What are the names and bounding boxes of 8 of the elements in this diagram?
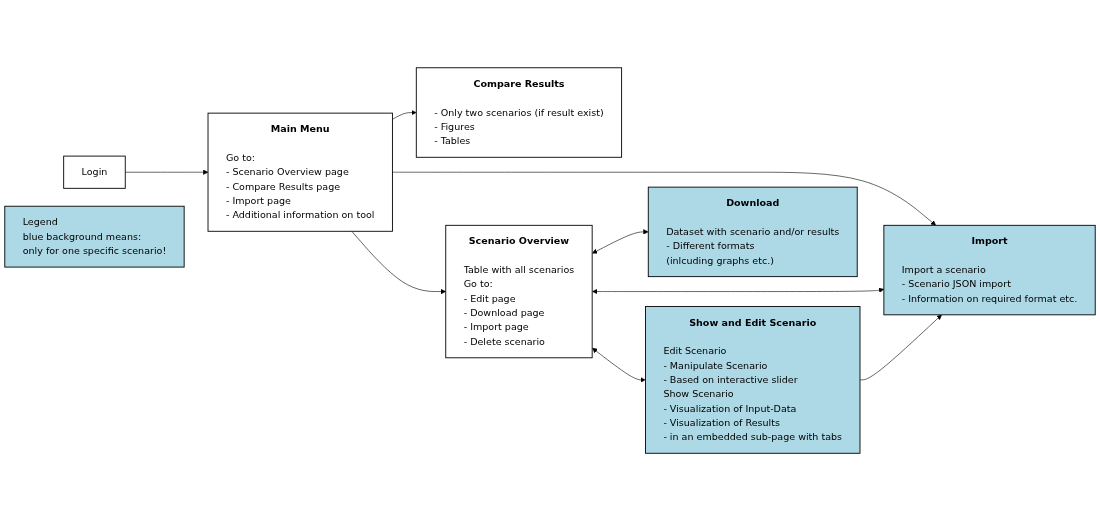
- node-box: Scenario Overview Table with all scenarios Go to: - Edit page - Download page - Import page - Delete scenario: [445, 224, 593, 359]
- node-box: Login: [63, 155, 126, 189]
- node-box: Show and Edit Scenario Edit Scenario - Manipulate Scenario - Based on interactive slider Show Scenario - Visualization of Input-Data - Visualization of Results - in an embedded sub-page with tabs: [645, 306, 861, 454]
- node-box: Import Import a scenario - Scenario JSON import - Information on required format etc.: [883, 224, 1096, 316]
- node-box: Legend blue background means: only for one specific scenario!: [4, 205, 185, 268]
- node-box: Main Menu Go to: - Scenario Overview page - Compare Results page - Import page - Additional information on tool: [207, 112, 393, 232]
- node-box: Compare Results - Only two scenarios (if result exist) - Figures - Tables: [415, 67, 623, 158]
- node-box: Download Dataset with scenario and/or results - Different formats (inlcuding graphs etc.): [647, 186, 858, 278]
